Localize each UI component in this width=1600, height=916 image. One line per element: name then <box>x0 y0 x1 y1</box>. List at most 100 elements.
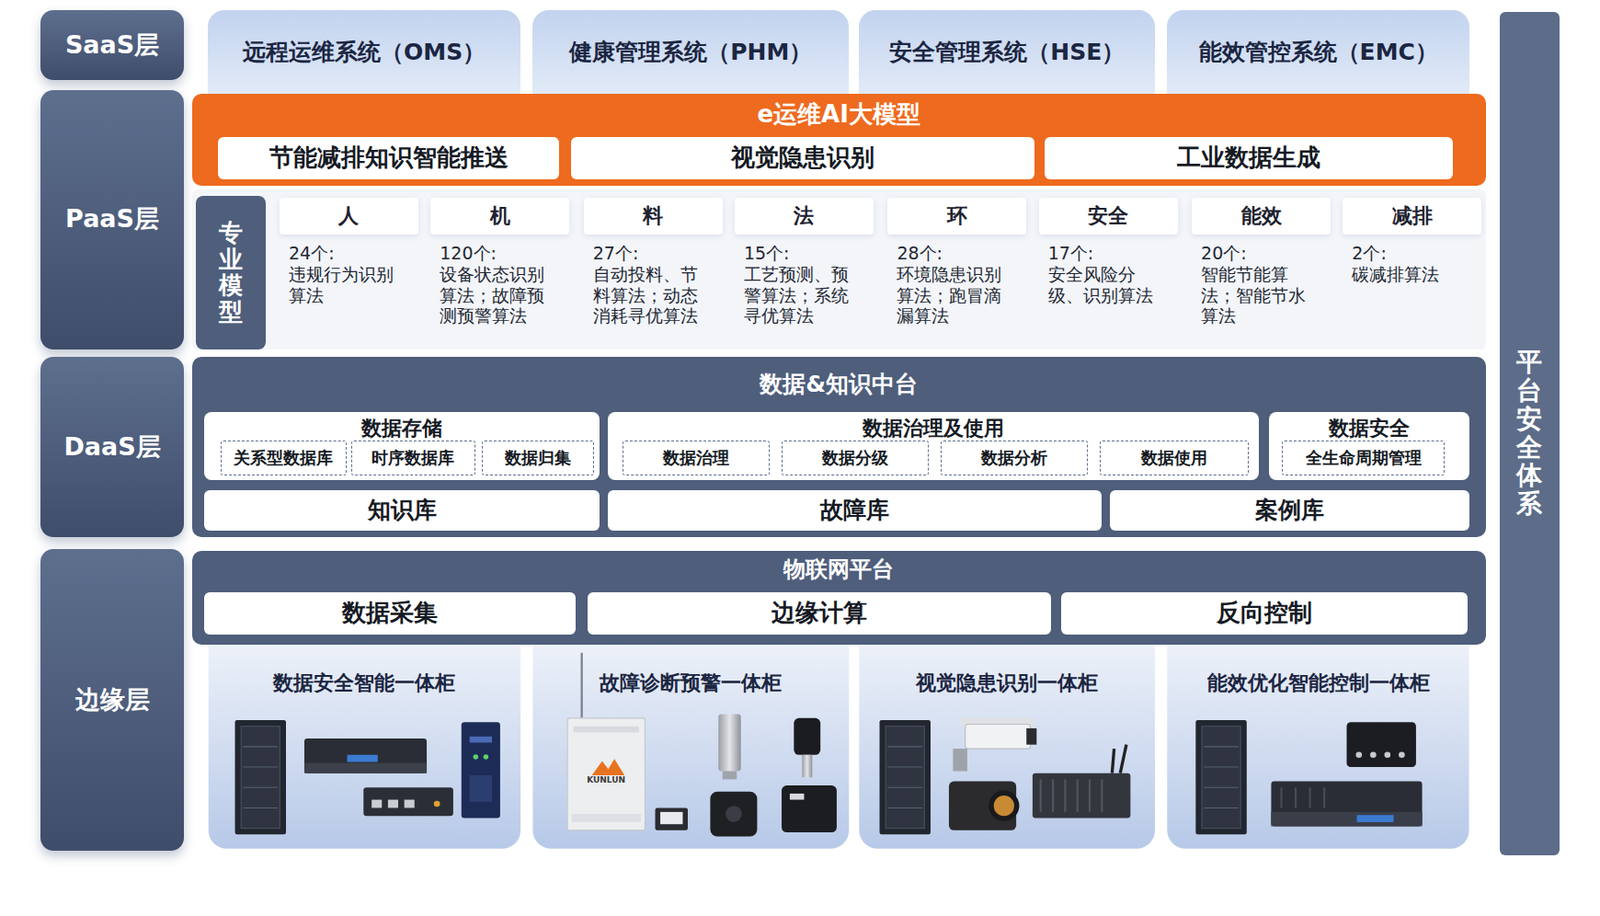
node-text: 2个: <box>1342 242 1482 264</box>
library-box: 案例库 <box>1109 490 1470 531</box>
node-text: 健康管理系统（PHM） <box>569 38 812 67</box>
group-box: 数据存储关系型数据库 时序数据库 数据归集 <box>204 411 601 480</box>
library-box: 知识库 <box>204 490 601 531</box>
node-text: 数据分级 <box>822 447 889 469</box>
node-text: 数据采集 <box>342 598 438 628</box>
node-text: 减排 <box>1342 197 1482 235</box>
node-text: 违规行为识别算法 <box>279 263 419 307</box>
layer-label: PaaS层 <box>40 90 183 350</box>
node-text: 数据分析 <box>981 447 1048 469</box>
node-text: 数据安全 <box>1328 416 1410 441</box>
platform-band: 物联网平台数据采集 边缘计算 反向控制 <box>192 550 1486 645</box>
node-text: 专业模型 <box>218 219 243 325</box>
function-box: 边缘计算 <box>587 592 1052 636</box>
group-box: 数据治理及使用数据治理 数据分级 数据分析 数据使用 <box>607 411 1259 480</box>
node-text: 20个: <box>1191 242 1331 264</box>
node-text: 24个: <box>279 242 419 264</box>
node-text: 环境隐患识别算法；跑冒滴漏算法 <box>887 263 1027 327</box>
security-bar: 平台安全体系 <box>1499 11 1559 856</box>
layer-label: DaaS层 <box>40 356 183 537</box>
function-box: 视觉隐患识别 <box>571 137 1035 181</box>
node-text: 物联网平台 <box>783 556 894 583</box>
node-text: 安全风险分级、识别算法 <box>1039 263 1178 307</box>
node-text: 平台安全体系 <box>1516 348 1543 519</box>
node-text: 视觉隐患识别 <box>731 143 875 172</box>
model-column: 能效 20个:智能节能算法；智能节水算法 <box>1191 197 1331 345</box>
node-text: 数据使用 <box>1141 447 1208 469</box>
node-text: 边缘层 <box>75 685 150 715</box>
node-text: 27个: <box>583 242 723 264</box>
library-box: 故障库 <box>607 490 1102 531</box>
node-text: 数据&知识中台 <box>759 370 918 399</box>
node-text: 数据治理及使用 <box>862 416 1005 441</box>
function-box: 反向控制 <box>1061 592 1468 636</box>
node-text: 碳减排算法 <box>1342 263 1482 286</box>
device-panel: 故障诊断预警一体柜 <box>532 644 849 710</box>
node-text: e运维AI大模型 <box>756 100 920 129</box>
node-text: 15个: <box>734 242 874 264</box>
node-text: 数据存储 <box>361 416 443 441</box>
node-text: SaaS层 <box>65 30 160 60</box>
model-column: 料 27个:自动投料、节料算法；动态消耗寻优算法 <box>583 197 723 345</box>
model-column: 机 120个:设备状态识别算法；故障预测预警算法 <box>430 197 570 345</box>
dashed-box: 全生命周期管理 <box>1281 440 1446 476</box>
device-panel: 能效优化智能控制一体柜 <box>1166 644 1469 710</box>
node-text: 边缘计算 <box>771 598 868 628</box>
node-text: 能效管控系统（EMC） <box>1199 38 1439 67</box>
function-box: 节能减排知识智能推送 <box>217 137 560 181</box>
node-text: 设备状态识别算法；故障预测预警算法 <box>430 263 570 327</box>
device-panel: 视觉隐患识别一体柜 <box>858 644 1155 710</box>
node-text: 远程运维系统（OMS） <box>242 38 486 67</box>
layer-label: SaaS层 <box>40 10 183 80</box>
function-box: 工业数据生成 <box>1044 137 1453 181</box>
group-box: 数据安全全生命周期管理 <box>1268 411 1470 480</box>
node-text: 120个: <box>430 242 570 264</box>
node-text: 数据归集 <box>504 447 572 469</box>
dashed-box: 数据分析 <box>940 440 1088 476</box>
node-text: 时序数据库 <box>371 447 455 469</box>
node-text: 故障库 <box>820 496 890 525</box>
node-text: 17个: <box>1039 242 1178 264</box>
node-text: 知识库 <box>367 496 437 525</box>
node-text: 环 <box>887 197 1027 235</box>
node-text: DaaS层 <box>63 432 160 462</box>
node-text: 关系型数据库 <box>233 447 333 469</box>
node-text: 工业数据生成 <box>1177 143 1321 172</box>
node-text: 数据治理 <box>662 447 730 469</box>
model-label-block: 专业模型 <box>195 195 265 349</box>
node-text: 案例库 <box>1255 496 1325 525</box>
dashed-box: 数据归集 <box>481 440 595 476</box>
dashed-box: 数据使用 <box>1099 440 1249 476</box>
model-panel: 专业模型 人24个:违规行为识别算法机 120个:设备状态识别算法；故障预测预警算法… <box>192 189 1486 349</box>
node-text: 全生命周期管理 <box>1305 447 1422 469</box>
node-text: 料 <box>583 197 723 235</box>
node-text: 法 <box>734 197 874 235</box>
function-box: 数据采集 <box>204 592 576 636</box>
model-column: 减排 2个:碳减排算法 <box>1342 197 1482 345</box>
model-column: 安全 17个:安全风险分级、识别算法 <box>1039 197 1178 345</box>
brand-label: KUNLUN <box>577 775 635 786</box>
node-text: 自动投料、节料算法；动态消耗寻优算法 <box>583 263 723 327</box>
node-text: 安全 <box>1039 197 1178 235</box>
device-panel: 数据安全智能一体柜 <box>207 644 521 710</box>
node-text: 节能减排知识智能推送 <box>269 143 509 172</box>
node-text: 反向控制 <box>1216 598 1313 628</box>
node-text: 安全管理系统（HSE） <box>889 38 1125 67</box>
model-column: 环 28个:环境隐患识别算法；跑冒滴漏算法 <box>887 197 1027 345</box>
model-column: 法 15个:工艺预测、预警算法；系统寻优算法 <box>734 197 874 345</box>
node-text: 智能节能算法；智能节水算法 <box>1191 263 1331 327</box>
model-column: 人24个:违规行为识别算法 <box>279 197 419 345</box>
node-text: 机 <box>430 197 570 235</box>
node-text: 视觉隐患识别一体柜 <box>915 671 1098 696</box>
dashed-box: 关系型数据库 <box>220 440 348 476</box>
dashed-box: 数据治理 <box>622 440 770 476</box>
node-text: 能效 <box>1191 197 1331 235</box>
node-text: 28个: <box>887 242 1027 264</box>
dashed-box: 时序数据库 <box>351 440 476 476</box>
platform-band: 数据&知识中台数据存储关系型数据库 时序数据库 数据归集 数据治理及使用数据治理 数据分… <box>192 356 1486 537</box>
layer-label: 边缘层 <box>40 548 183 851</box>
node-text: 数据安全智能一体柜 <box>273 671 456 696</box>
node-text: 工艺预测、预警算法；系统寻优算法 <box>734 263 874 327</box>
node-text: PaaS层 <box>65 204 160 234</box>
node-text: 故障诊断预警一体柜 <box>599 671 782 696</box>
